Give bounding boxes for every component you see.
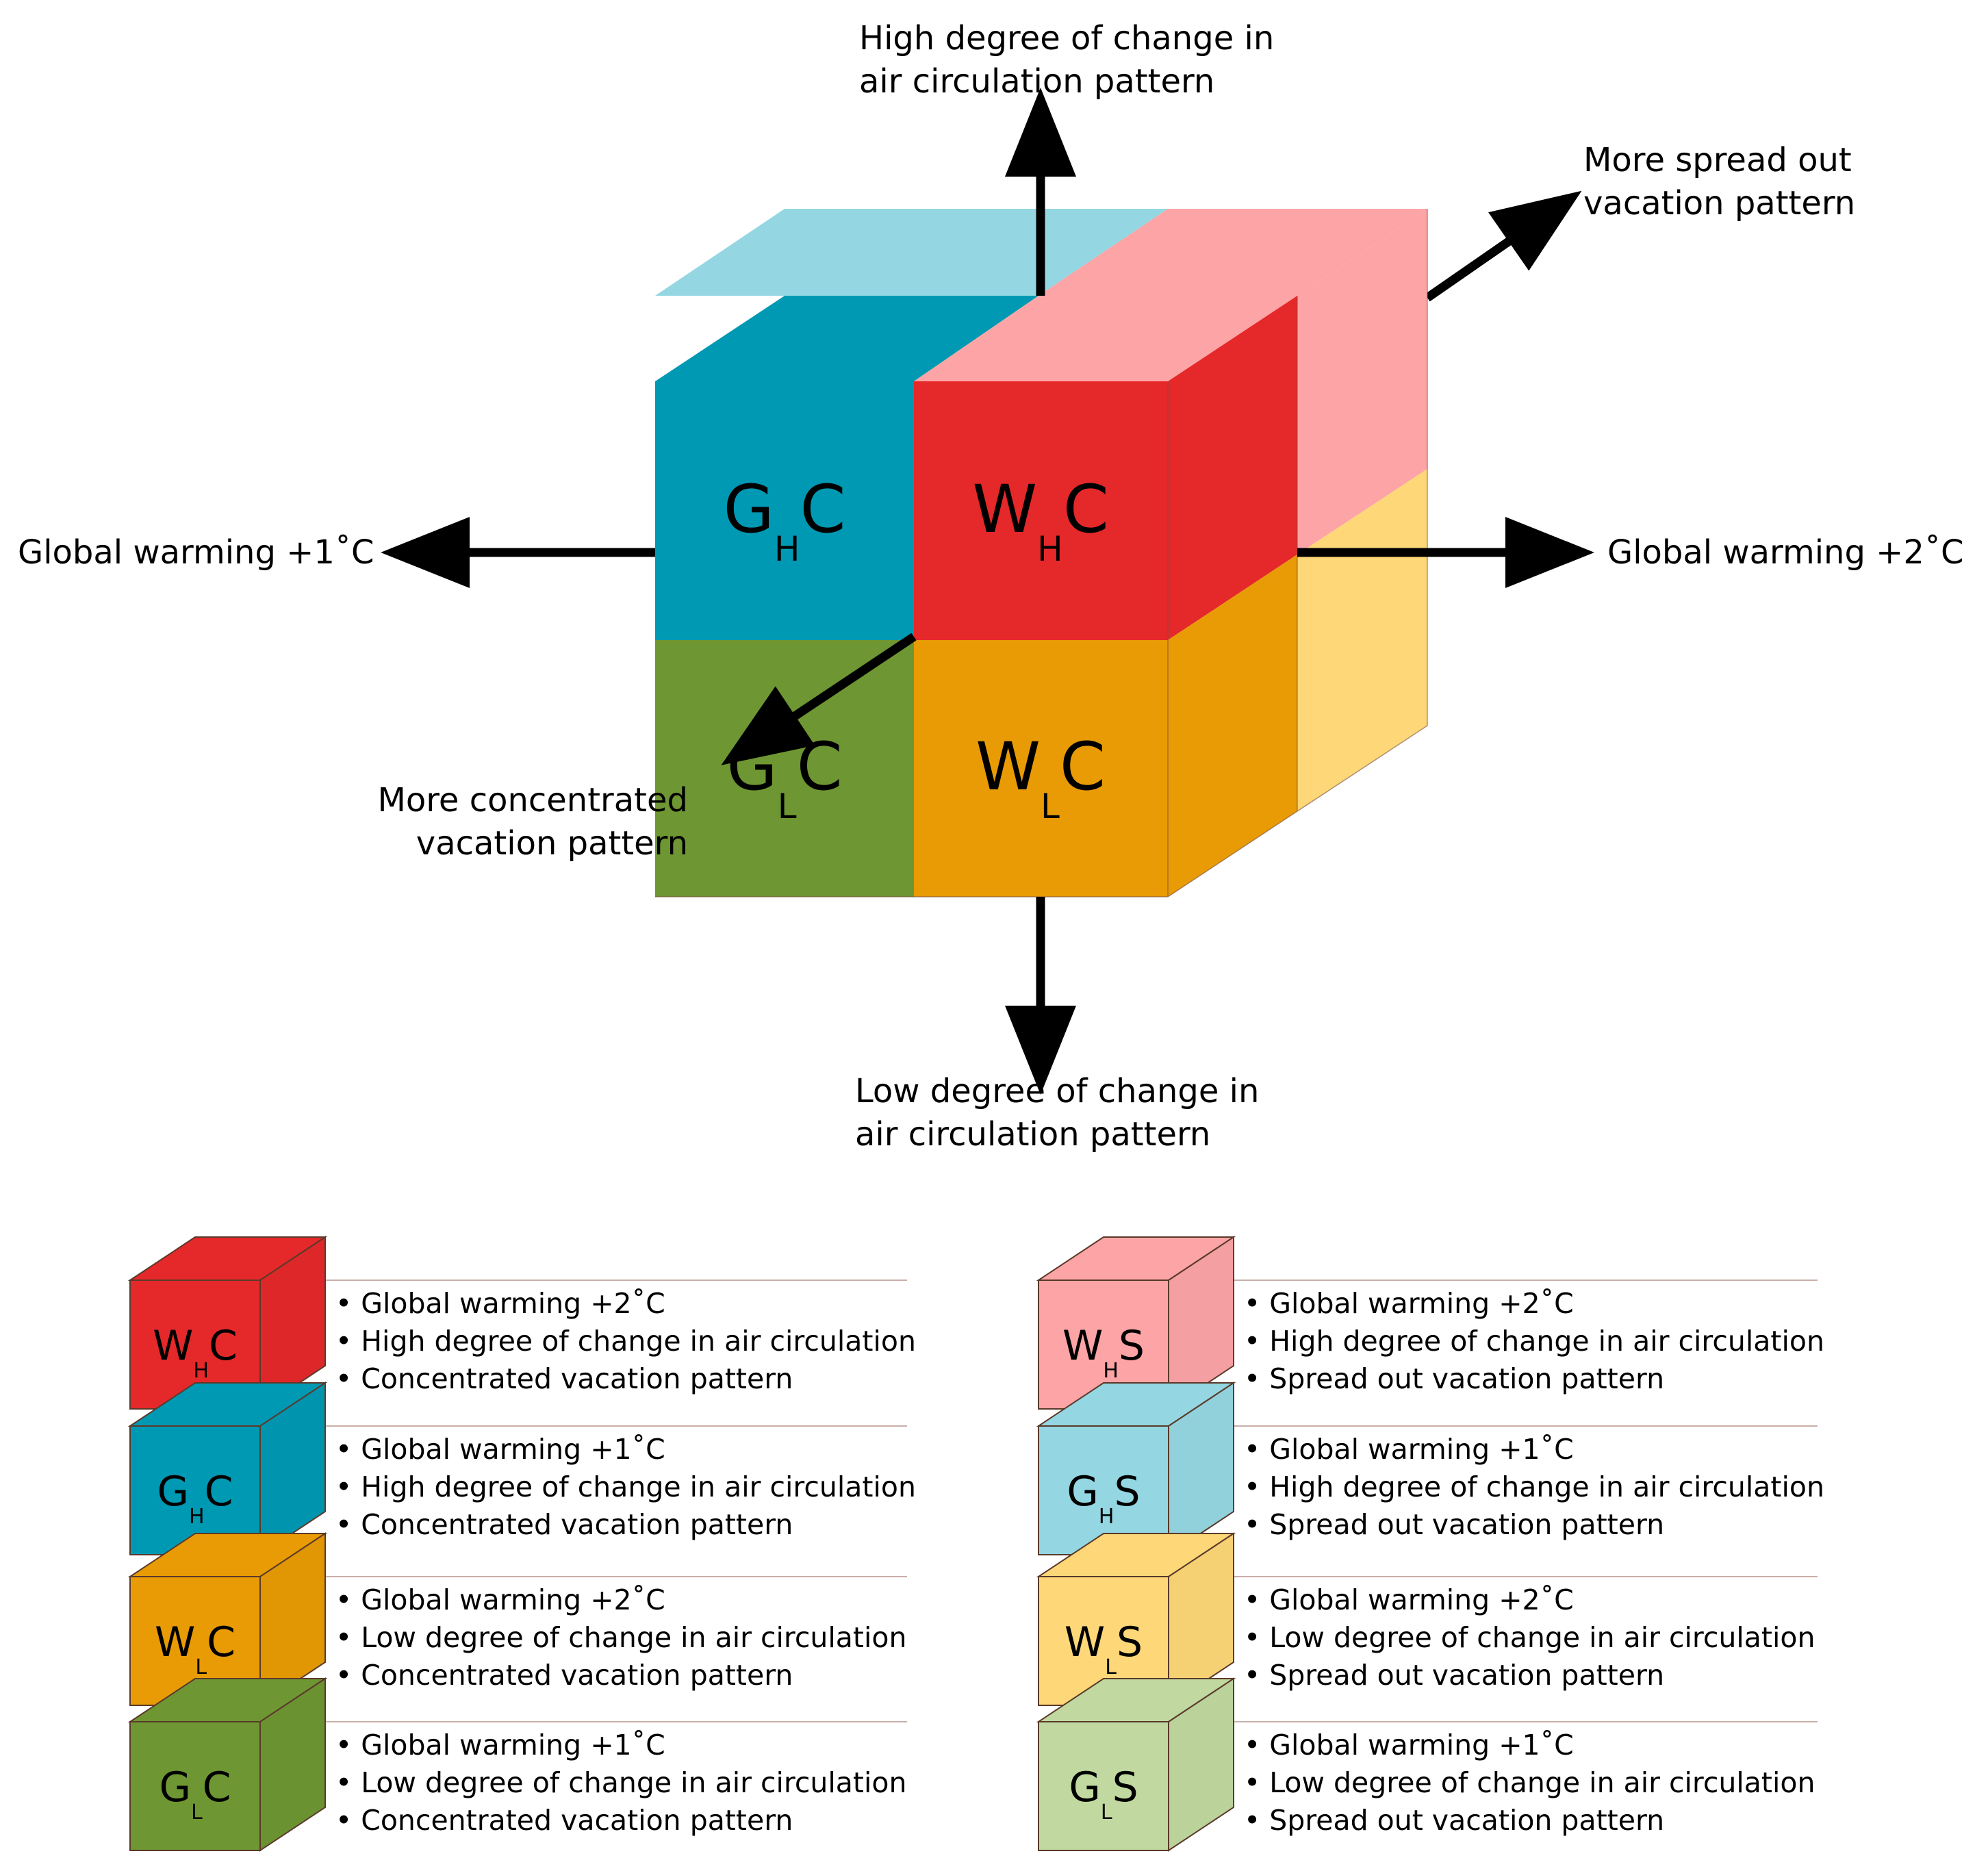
legend-bullet: • Concentrated vacation pattern (335, 1804, 793, 1837)
cube-top-front-left (655, 296, 1038, 381)
legend-bullet: • High degree of change in air circulati… (335, 1325, 916, 1358)
axis-label-front-2: vacation pattern (416, 824, 688, 863)
axis-label-back-1: More spread out (1583, 141, 1852, 179)
legend-bullet: • Global warming +2˚C (335, 1287, 665, 1320)
legend-bullet: • Global warming +2˚C (335, 1583, 665, 1616)
legend-bullet: • Spread out vacation pattern (1244, 1362, 1664, 1395)
axis-label-up-2: air circulation pattern (859, 62, 1214, 101)
axis-arrow-back (1425, 190, 1582, 302)
legend-bullet: • Low degree of change in air circulatio… (335, 1766, 906, 1799)
legend-bullet: • Concentrated vacation pattern (335, 1659, 793, 1692)
legend-code-WHC: WHC (153, 1322, 238, 1383)
legend-bullet: • High degree of change in air circulati… (335, 1471, 916, 1503)
legend-code-GLS: GLS (1069, 1764, 1138, 1824)
legend-entry-GHS: GHS • Global warming +1˚C • High degree of… (1036, 1382, 1824, 1556)
scenario-legend: WHC • Global warming +2˚C • High degree of… (127, 1236, 1824, 1852)
legend-entry-WLS: WLS • Global warming +2˚C • Low degree of … (1036, 1532, 1818, 1707)
legend-bullet: • Low degree of change in air circulatio… (1244, 1766, 1815, 1799)
cube-label-WHC: WHC (972, 471, 1109, 569)
legend-bullet: • Concentrated vacation pattern (335, 1508, 793, 1541)
legend-bullet: • Global warming +1˚C (1244, 1433, 1574, 1466)
legend-cube-front (129, 1721, 261, 1851)
axis-label-down-1: Low degree of change in (855, 1072, 1259, 1110)
cube-label-GHC: GHC (723, 471, 845, 569)
legend-entry-GLS: GLS • Global warming +1˚C • Low degree of … (1036, 1677, 1818, 1852)
legend-entry-GHC: GHC • Global warming +1˚C • High degree of… (127, 1382, 916, 1556)
legend-bullet: • Global warming +2˚C (1244, 1287, 1574, 1320)
cube-top-front-right (914, 296, 1297, 381)
axis-arrows (381, 88, 1594, 1095)
cube-side-upper-back (1297, 209, 1427, 555)
legend-bullet: • Spread out vacation pattern (1244, 1804, 1664, 1837)
axis-label-left: Global warming +1˚C (18, 533, 374, 572)
legend-code-WLC: WLC (155, 1618, 235, 1679)
legend-code-WLS: WLS (1065, 1618, 1143, 1679)
cube-label-WLC: WLC (976, 728, 1106, 826)
cube-cell-WLC (914, 640, 1168, 897)
cube-cell-GLC (655, 640, 914, 897)
legend-bullet: • Concentrated vacation pattern (335, 1362, 793, 1395)
legend-bullet: • Global warming +1˚C (335, 1729, 665, 1761)
legend-bullet: • Low degree of change in air circulatio… (335, 1621, 906, 1654)
cube-side-upper-front (1168, 296, 1297, 640)
legend-entry-GLC: GLC • Global warming +1˚C • Low degree of … (127, 1677, 907, 1852)
legend-code-GHS: GHS (1067, 1468, 1140, 1529)
cube-cell-GHC (655, 381, 914, 640)
axis-label-up-1: High degree of change in (859, 19, 1274, 58)
cube-cell-WHC (914, 381, 1168, 640)
legend-bullet: • High degree of change in air circulati… (1244, 1471, 1824, 1503)
legend-bullet: • High degree of change in air circulati… (1244, 1325, 1824, 1358)
legend-bullet: • Global warming +1˚C (335, 1433, 665, 1466)
axis-label-front-1: More concentrated (377, 781, 688, 819)
cube-side-lower-front (1168, 555, 1297, 897)
axis-arrow-front (721, 633, 917, 765)
cube-top-back-right (1038, 209, 1427, 296)
legend-bullet: • Global warming +2˚C (1244, 1583, 1574, 1616)
scenario-cube: GHC WHC GLC WLC (655, 190, 1582, 898)
legend-bullet: • Low degree of change in air circulatio… (1244, 1621, 1815, 1654)
legend-bullet: • Spread out vacation pattern (1244, 1508, 1664, 1541)
legend-entry-WHC: WHC • Global warming +2˚C • High degree of… (127, 1236, 916, 1410)
axis-label-down-2: air circulation pattern (855, 1115, 1210, 1154)
legend-bullet: • Spread out vacation pattern (1244, 1659, 1664, 1692)
axis-label-right: Global warming +2˚C (1607, 533, 1963, 572)
legend-code-GLC: GLC (159, 1764, 231, 1824)
legend-bullet: • Global warming +1˚C (1244, 1729, 1574, 1761)
axis-label-back-2: vacation pattern (1583, 184, 1855, 222)
legend-cube-front (1038, 1721, 1169, 1851)
legend-code-GHC: GHC (157, 1468, 233, 1529)
legend-code-WHS: WHS (1062, 1322, 1145, 1383)
